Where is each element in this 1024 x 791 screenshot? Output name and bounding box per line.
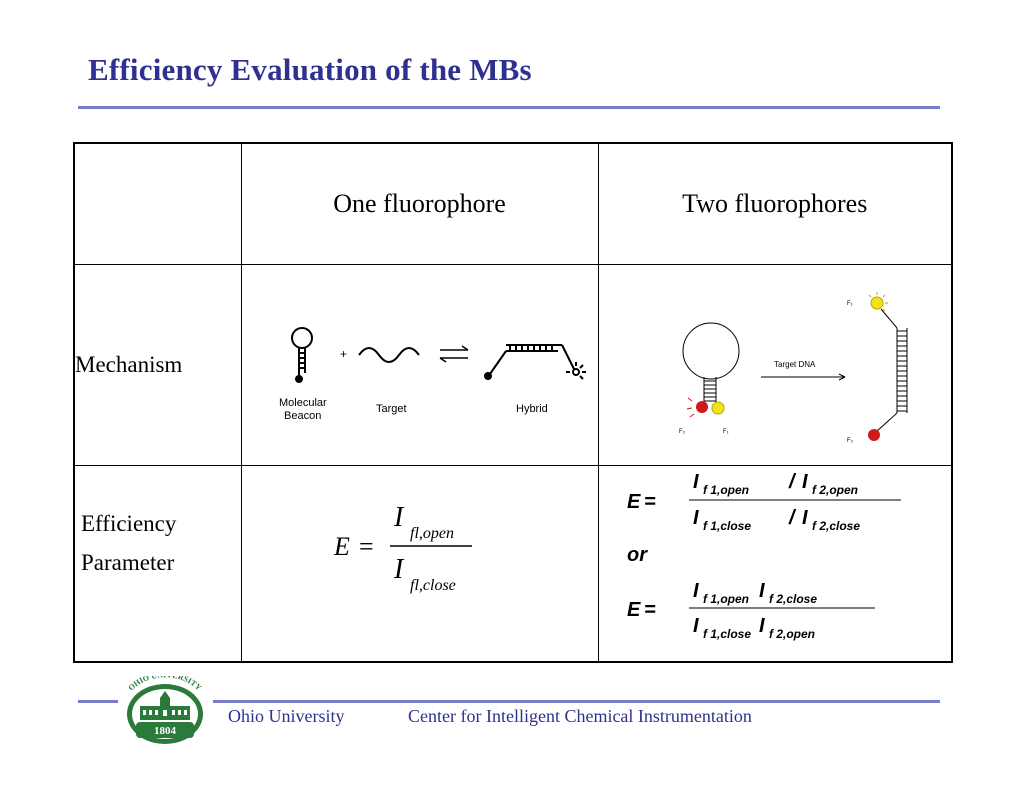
svg-text:f 2,open: f 2,open [812,483,858,497]
formula-cross-ratio: E = I f 1,open I f 2,close I f 1,close I… [627,580,875,641]
table-header-row: One fluorophore Two fluorophores [73,142,953,265]
svg-text:f 2,open: f 2,open [769,627,815,641]
f1-label-open: F₁ [847,301,853,307]
target-wave-icon [357,346,420,363]
efficiency-label-cell: Efficiency Parameter [73,464,242,662]
red-fluorophore-icon [695,400,708,413]
formula-ratio: E = I f 1,open / I f 2,open I f 1,close … [627,471,901,533]
two-fluorophores-formula: E = I f 1,open / I f 2,open I f 1,close … [627,471,901,641]
formula-equals: = [359,532,374,561]
footer-center-name: Center for Intelligent Chemical Instrume… [408,706,752,726]
footer-university: Ohio University [228,706,345,726]
svg-text:E: E [627,491,641,513]
yellow-fluorophore-open-icon [870,296,883,309]
svg-text:f 2,close: f 2,close [769,592,817,606]
header-empty-cell [73,142,242,265]
svg-text:=: = [644,491,656,513]
numerator-subscript: fl,open [410,525,454,542]
svg-text:f 2,close: f 2,close [812,519,860,533]
svg-text:f 1,open: f 1,open [703,592,749,606]
formula-lhs: E [333,532,350,561]
mechanism-label: Mechanism [75,351,183,377]
denominator-base: I [393,554,405,585]
one-fluorophore-mechanism-cell: + [240,263,599,466]
title-divider [78,106,940,109]
numerator-base: I [393,502,405,533]
svg-text:=: = [644,599,656,621]
one-fluorophore-diagram: + [279,326,586,422]
svg-text:I: I [693,615,699,637]
one-fluorophore-formula: E = I fl,open I fl,close [333,502,472,594]
mechanism-row: Mechanism + [73,263,953,466]
comparison-table: One fluorophore Two fluorophores Mechani… [73,142,953,663]
svg-text:I: I [693,580,699,602]
svg-text:I: I [802,507,808,529]
target-dna-label: Target DNA [774,360,816,369]
equilibrium-arrows-icon [439,344,468,363]
svg-text:I: I [693,471,699,493]
efficiency-label-line2: Parameter [81,549,175,575]
denominator-subscript: fl,close [410,577,456,594]
beacon-label-line1: Molecular [279,397,327,409]
svg-text:f 1,open: f 1,open [703,483,749,497]
f2-label-open: F₂ [847,438,854,444]
ohio-university-logo: OHIO UNIVERSITY 1804 [127,676,203,744]
svg-text:/: / [788,471,797,493]
svg-text:I: I [759,580,765,602]
two-fluorophores-mechanism-cell: F₂ F₁ Target DNA [597,263,953,466]
beacon-label-line2: Beacon [284,410,321,422]
reaction-arrow-icon [760,373,845,380]
target-label: Target [376,403,407,415]
one-fluorophore-formula-cell: E = I fl,open I fl,close [240,464,599,662]
svg-text:I: I [759,615,765,637]
header-one-fluorophore: One fluorophore [240,142,599,265]
svg-text:f 1,close: f 1,close [703,519,751,533]
svg-text:E: E [627,599,641,621]
formula-or: or [627,544,648,566]
mechanism-label-cell: Mechanism [73,263,242,466]
plus-sign: + [340,347,347,361]
svg-text:I: I [693,507,699,529]
two-fluorophores-diagram: F₂ F₁ Target DNA [679,291,907,444]
logo-year: 1804 [154,725,177,737]
header-two-fluorophores: Two fluorophores [597,142,953,265]
hybrid-label: Hybrid [516,403,548,415]
svg-text:/: / [788,507,797,529]
slide-title: Efficiency Evaluation of the MBs [88,52,532,87]
f1-label-closed: F₁ [723,429,729,435]
efficiency-row: Efficiency Parameter E = I fl,open I fl,… [73,464,953,662]
yellow-fluorophore-icon [711,401,724,414]
open-hybrid-icon [875,308,907,432]
quench-rays-icon [686,397,694,417]
footer-divider-right [213,700,940,703]
emission-rays-icon [868,291,888,311]
molecular-beacon-icon [290,326,313,383]
svg-text:I: I [802,471,808,493]
f2-label-closed: F₂ [679,429,686,435]
two-fluorophores-formula-cell: E = I f 1,open / I f 2,open I f 1,close … [597,464,953,662]
red-fluorophore-open-icon [867,428,880,441]
efficiency-label-line1: Efficiency [81,510,177,536]
footer-divider-left [78,700,118,703]
closed-beacon-icon [682,322,739,405]
svg-text:f 1,close: f 1,close [703,627,751,641]
hybrid-icon [483,343,586,380]
